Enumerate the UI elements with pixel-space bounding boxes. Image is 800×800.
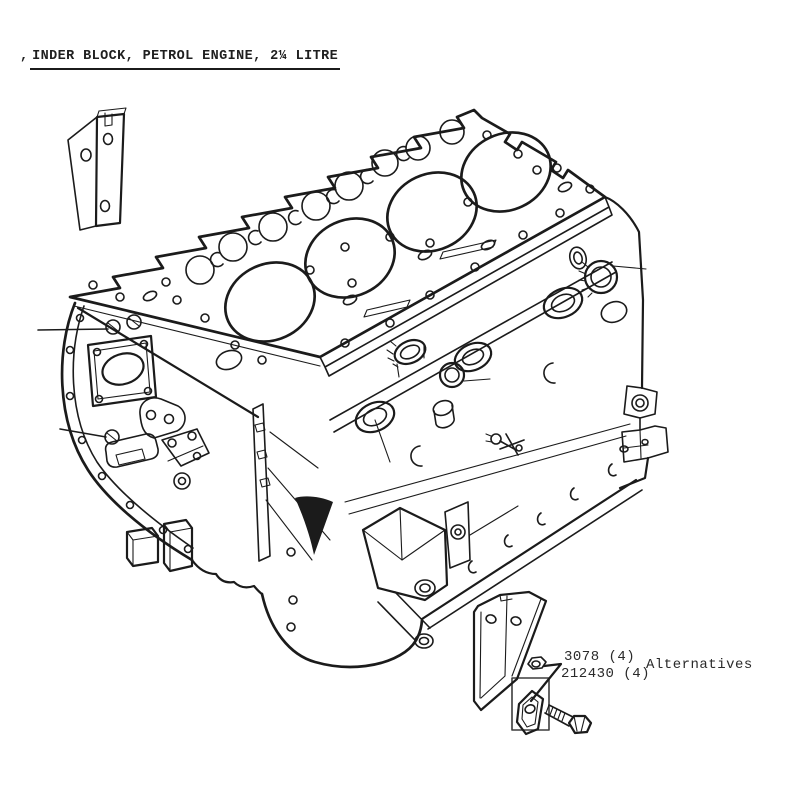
nut (527, 656, 547, 670)
deck-bolt-holes (88, 130, 595, 365)
page-title-text: INDER BLOCK, PETROL ENGINE, 2¼ LITRE (30, 49, 341, 70)
drain-tap (485, 433, 525, 456)
engine-mounting-bracket (472, 590, 548, 712)
support-bracket (67, 107, 127, 231)
alternatives-note: Alternatives (646, 657, 753, 673)
part-number-1[interactable]: 3078 (4) (564, 649, 636, 665)
block-right-side (260, 195, 669, 669)
cylinder-block (37, 108, 669, 669)
page-title: ,INDER BLOCK, PETROL ENGINE, 2¼ LITRE (20, 46, 341, 70)
leader-line-callout (529, 662, 563, 703)
engine-mount-boss (361, 501, 519, 649)
truncated-letter-fragment: , (20, 49, 29, 64)
leader-line-left-upper (37, 328, 109, 331)
bolt (544, 704, 593, 735)
crescent-marks (209, 145, 410, 268)
rail-tick-marks (467, 463, 617, 574)
deck-outline (68, 108, 607, 359)
water-passages (185, 119, 465, 285)
leader-line-left-lower (59, 428, 107, 438)
yellow-highlight[interactable] (511, 677, 550, 731)
flywheel-housing-face (37, 301, 298, 632)
core-plugs (354, 286, 584, 463)
locking-plate[interactable] (515, 689, 545, 736)
part-number-2[interactable]: 212430 (4) (561, 666, 651, 682)
